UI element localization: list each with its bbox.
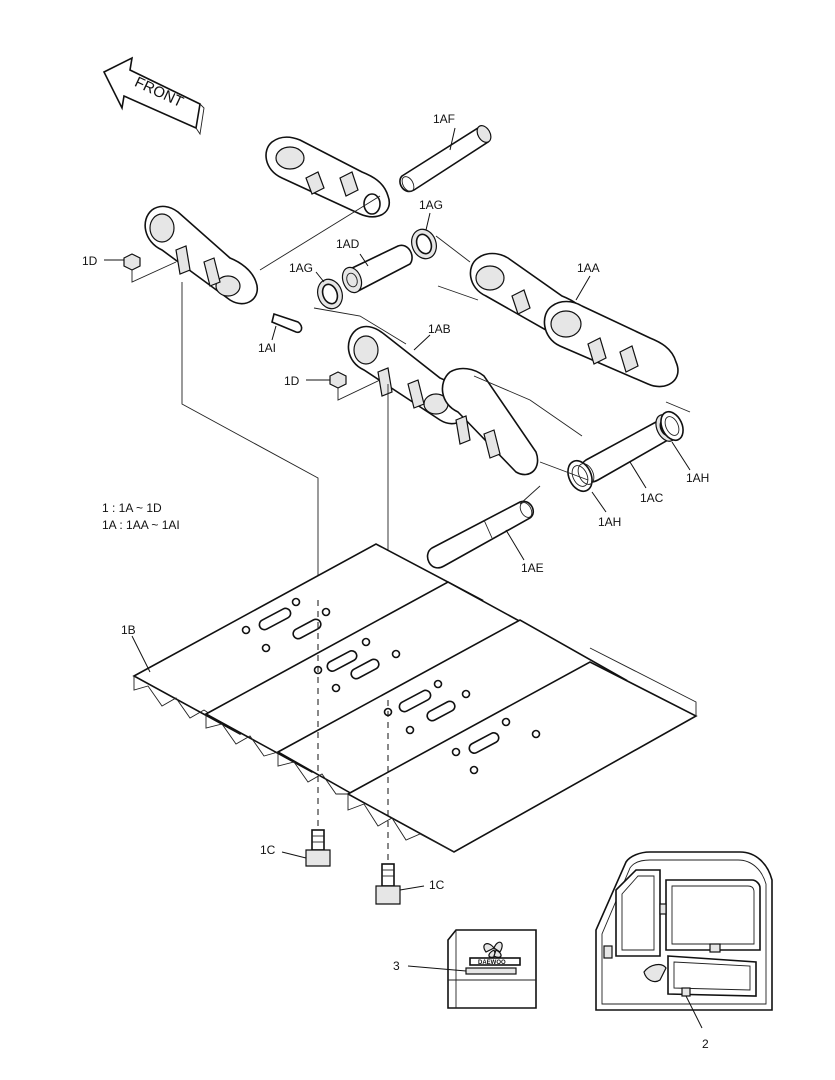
nut-1d-top [104, 253, 177, 283]
legend-line-1: 1 : 1A ~ 1D [102, 501, 162, 515]
callout-1d-mid: 1D [284, 374, 300, 388]
callout-1ag-left: 1AG [289, 261, 313, 275]
bolt-1c-left [305, 829, 331, 867]
callout-1ac: 1AC [640, 491, 664, 505]
callout-1ai: 1AI [258, 341, 276, 355]
callout-1d-top: 1D [82, 254, 98, 268]
seal-1ah-right [660, 410, 684, 442]
callout-1ae: 1AE [521, 561, 544, 575]
bushing-1ae-part [426, 500, 535, 569]
callout-1ag-top: 1AG [419, 198, 443, 212]
link-pair-1ab [347, 325, 539, 476]
link-pair-1aa [469, 252, 679, 388]
seal-1ag-top [411, 228, 437, 260]
bolt-1c-right [375, 863, 401, 905]
callout-1c-right: 1C [429, 878, 445, 892]
decal-box-part-3: DAEWOO [447, 929, 537, 1009]
front-direction-arrow: FRONT [102, 56, 205, 136]
callout-1ab: 1AB [428, 322, 451, 336]
callout-1ah-bottom: 1AH [598, 515, 621, 529]
callout-1aa: 1AA [577, 261, 600, 275]
upper-link-part [265, 136, 391, 218]
callout-2: 2 [702, 1037, 709, 1051]
nut-1d-mid [306, 371, 381, 401]
logo-text: DAEWOO [478, 960, 506, 966]
callout-1ad: 1AD [336, 237, 360, 251]
callout-3: 3 [393, 959, 400, 973]
bushing-1ad-part [341, 244, 413, 294]
seal-1ag-left [317, 278, 343, 310]
callout-1ah-right: 1AH [686, 471, 709, 485]
seal-1ah-left [567, 459, 595, 493]
cab-part-2 [595, 851, 773, 1011]
pin-1af-part [399, 125, 492, 193]
cotter-pin-1ai [271, 312, 303, 334]
legend-line-2: 1A : 1AA ~ 1AI [102, 518, 180, 532]
callout-1af: 1AF [433, 112, 455, 126]
callout-1c-left: 1C [260, 843, 276, 857]
left-link-part [144, 205, 259, 305]
daewoo-logo-icon [483, 941, 503, 958]
track-shoe-plates-1b [132, 543, 698, 853]
callout-1b: 1B [121, 623, 136, 637]
